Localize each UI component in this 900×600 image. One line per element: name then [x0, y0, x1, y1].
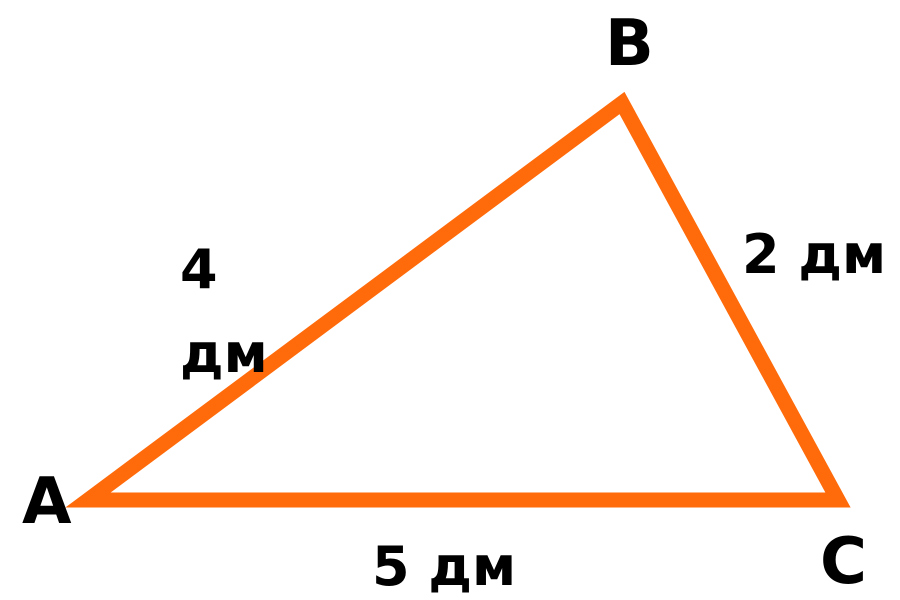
- vertex-label-c: C: [820, 525, 867, 599]
- vertex-label-b: B: [605, 7, 654, 81]
- side-length-bc: 2 дм: [742, 223, 887, 286]
- vertex-label-a: A: [22, 465, 72, 539]
- side-length-ac: 5 дм: [372, 535, 517, 598]
- triangle-abc: [65, 91, 851, 508]
- side-length-ab: 4 дм: [180, 238, 268, 385]
